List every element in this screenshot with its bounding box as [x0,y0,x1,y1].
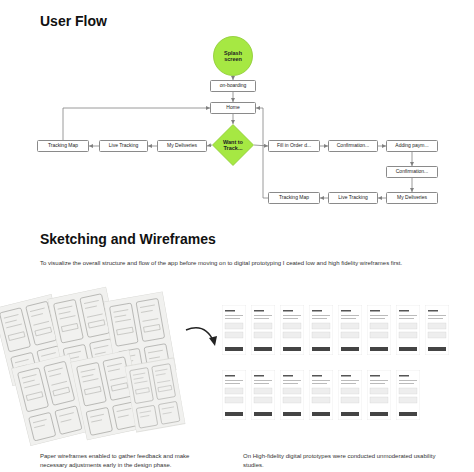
intro-paragraph: To visualize the overall structure and f… [40,259,440,268]
node-label: Home [226,105,239,111]
process-box: My Deliveries [386,192,438,204]
curved-arrow [186,328,214,342]
node-label: Tracking Map [279,195,309,201]
node-label: Live Tracking [109,143,138,149]
node-label: Confirmation... [337,143,370,149]
flow-arrow [254,145,268,146]
node-label: Live Tracking [338,195,367,201]
node-label: My Deliveries [167,143,197,149]
node-label: Confirmation... [396,169,429,175]
process-box: My Deliveries [157,140,207,152]
node-label: Fill in Order d... [277,143,311,149]
image-caption: Paper wireframes enabled to gather feedb… [40,452,215,469]
flow-arrow [207,145,212,146]
arrow-head [209,336,217,346]
image-caption: On High-fidelity digital prototypes were… [243,452,443,469]
process-box: Live Tracking [99,140,148,152]
flow-arrow [412,178,413,192]
circle-outline [214,37,253,76]
start-circle: Splash screen [213,36,253,76]
flow-arrow [378,146,386,147]
process-box: Confirmation... [328,140,378,152]
paper-sketches [0,287,185,446]
flow-arrow [320,146,328,147]
flow-arrow [63,108,210,140]
node-label: Splash screen [219,50,247,63]
node-label: on-boarding [220,83,247,89]
decision-diamond: Want to Track... [212,124,254,166]
wireframe-screens [222,305,449,420]
node-label: My Deliveries [397,195,427,201]
flow-arrow [412,152,413,166]
process-box: Tracking Map [37,140,89,152]
flow-arrow [89,146,99,147]
flow-arrow [233,76,234,80]
section-heading: User Flow [40,13,107,29]
process-box: Fill in Order d... [268,140,320,152]
flow-arrow [256,108,268,198]
diamond-outline [213,125,254,166]
flow-arrow [233,92,234,102]
section-heading: Sketching and Wireframes [40,231,420,248]
flow-arrow [233,114,234,124]
process-box: Confirmation... [386,166,438,178]
node-label: Tracking Map [48,143,78,149]
flow-arrow [320,198,328,199]
flow-arrow [148,146,157,147]
process-box: on-boarding [210,80,256,92]
process-box: Adding paym... [386,140,438,152]
process-box: Live Tracking [328,192,378,204]
node-label: Want to Track... [220,139,246,152]
process-box: Home [210,102,256,114]
flow-arrow [378,198,386,199]
process-box: Tracking Map [268,192,320,204]
node-label: Adding paym... [395,143,428,149]
